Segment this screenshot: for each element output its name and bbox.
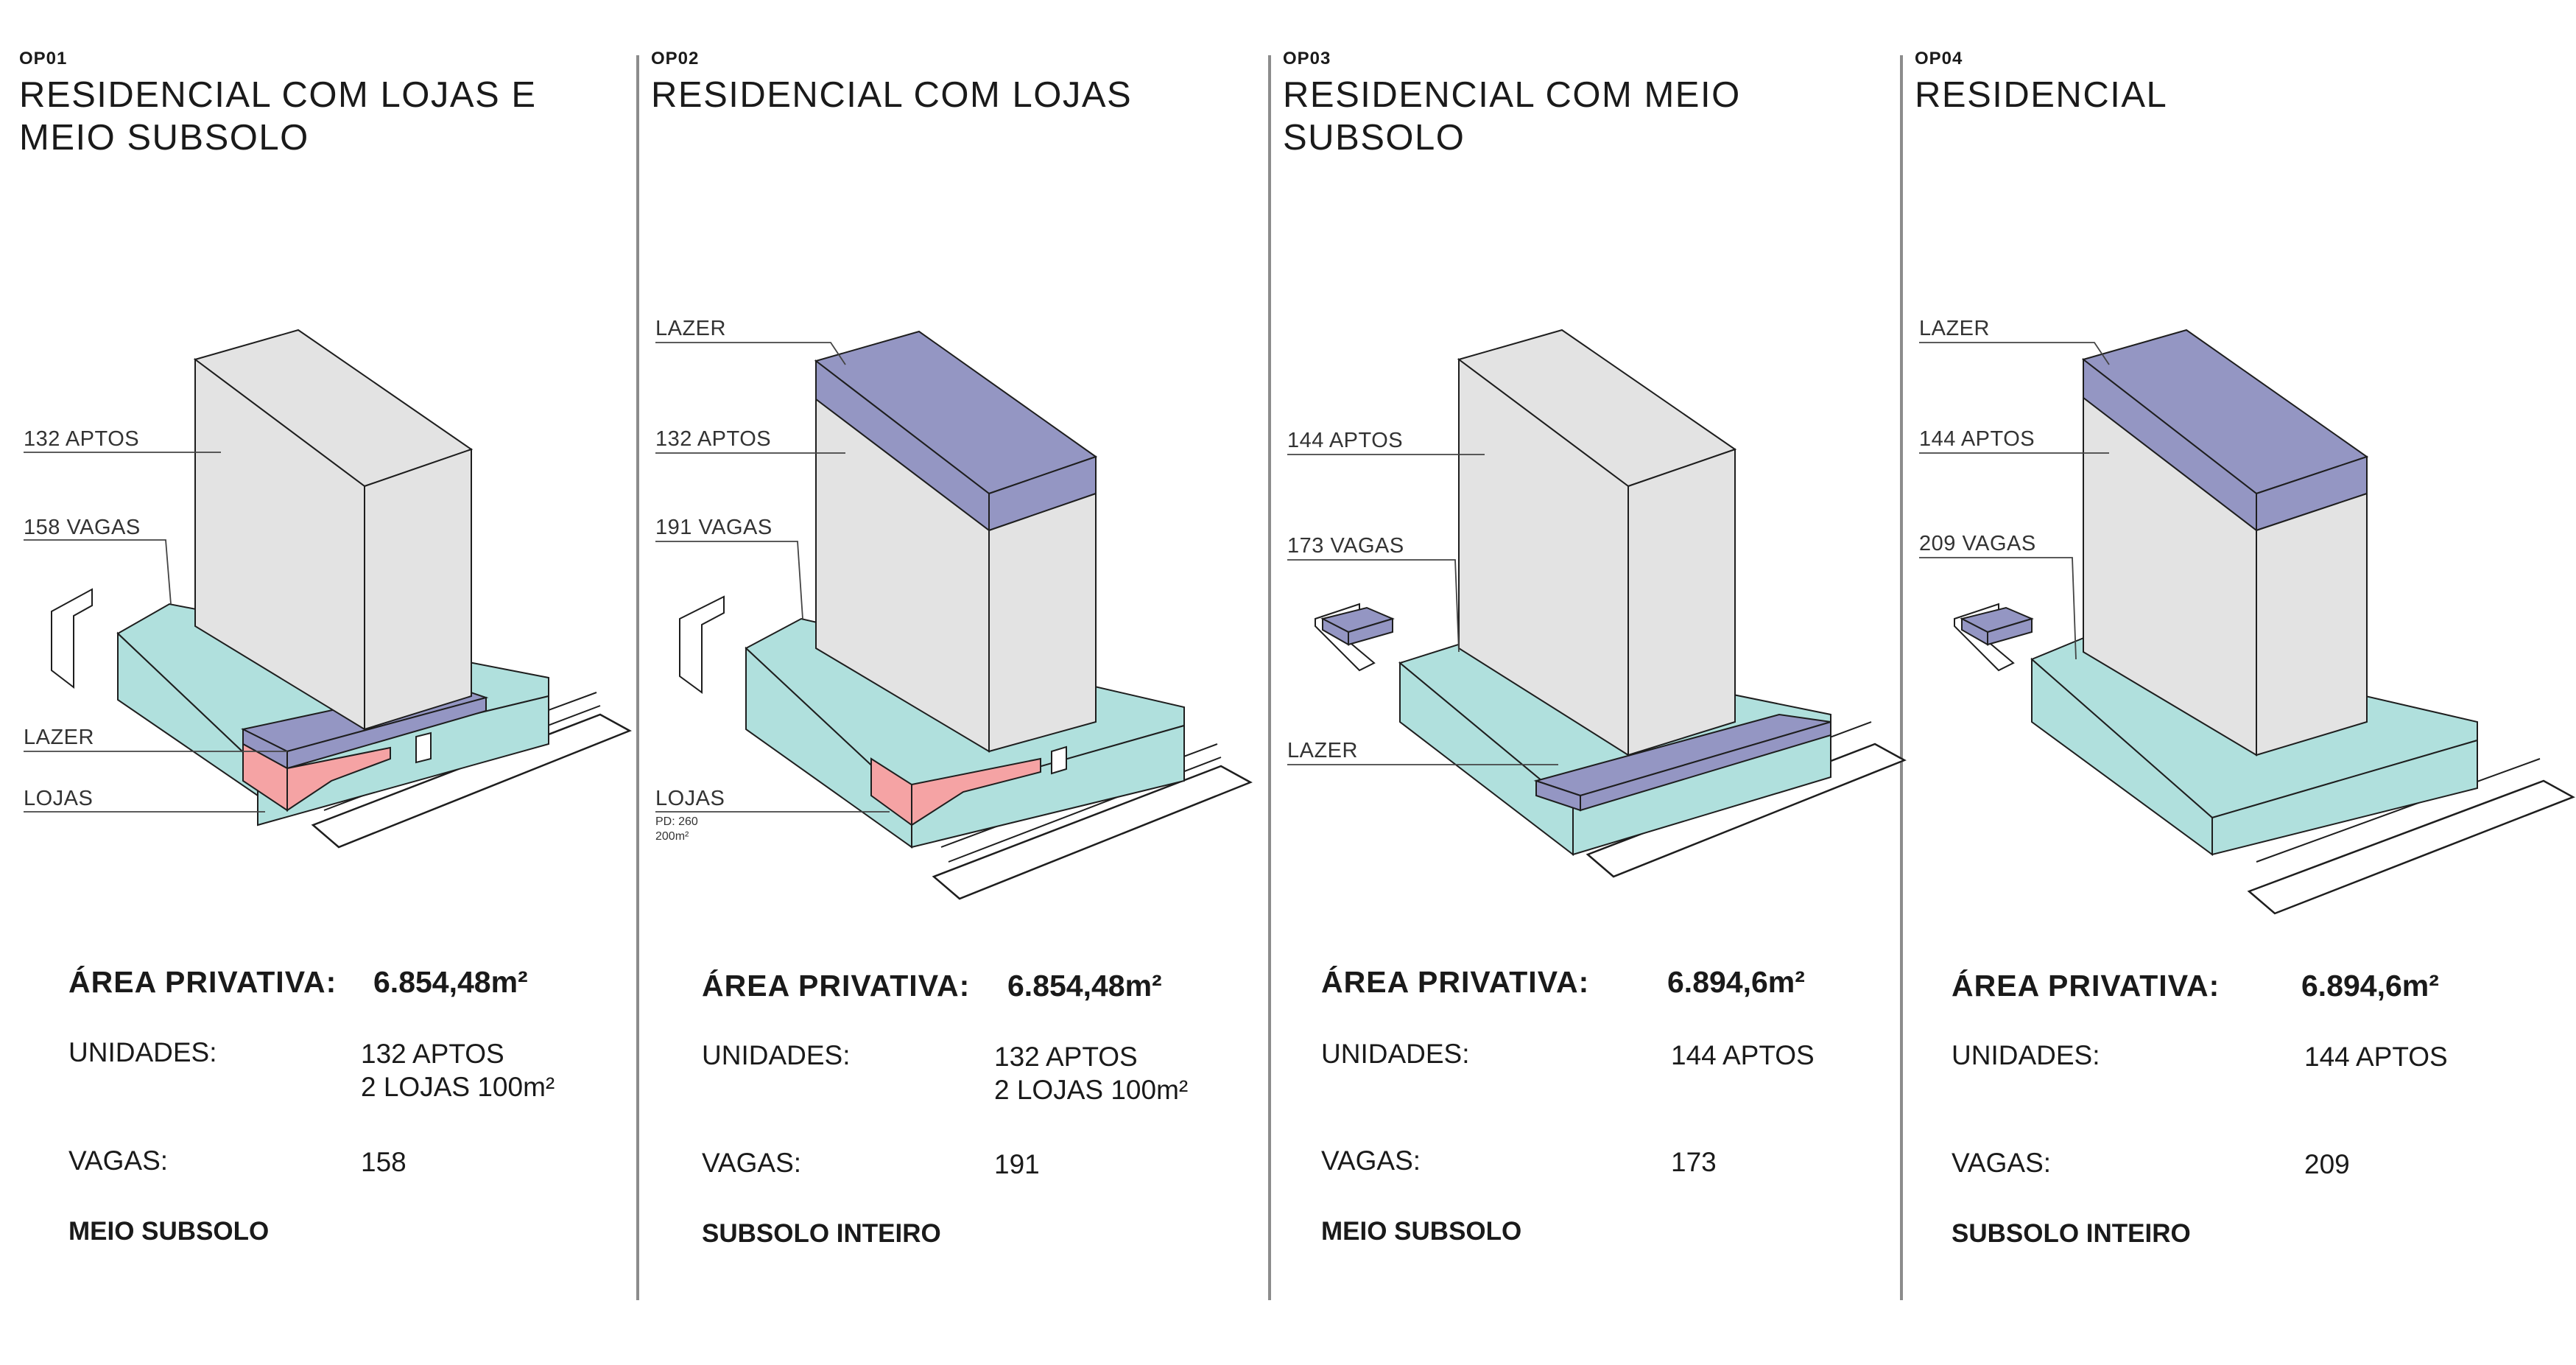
private-area-value: 6.854,48m² [1007, 969, 1162, 1003]
leisure-block [1533, 713, 1831, 812]
units-value-apartments: 132 APTOS [361, 1039, 504, 1069]
option-panel-op04: OP04 RESIDENCIAL LAZER 144 APTOS [1896, 0, 2575, 1365]
units-value-apartments: 144 APTOS [2304, 1042, 2448, 1072]
label-parking: 173 VAGAS [1287, 534, 1404, 558]
option-panel-op01: OP01 RESIDENCIAL COM LOJAS E MEIO SUBSOL… [0, 0, 633, 1365]
option-title: RESIDENCIAL COM LOJAS E MEIO SUBSOLO [19, 75, 537, 158]
diagram-labels: LAZER 144 APTOS 209 VAGAS [1919, 317, 2110, 660]
private-area-label: ÁREA PRIVATIVA: [1952, 969, 2220, 1003]
massing-diagram: LAZER 144 APTOS 209 VAGAS [1919, 317, 2575, 915]
parking-label: VAGAS: [1321, 1145, 1421, 1176]
label-apartments: 132 APTOS [655, 427, 771, 451]
label-leisure: LAZER [24, 726, 94, 749]
units-value-shops: 2 LOJAS 100m² [361, 1072, 555, 1102]
private-area-label: ÁREA PRIVATIVA: [68, 965, 337, 999]
shops-block [870, 745, 1067, 827]
massing-diagram: 132 APTOS 158 VAGAS LAZER LOJAS [24, 329, 632, 849]
option-title: RESIDENCIAL [1915, 75, 2168, 115]
diagram-labels: 132 APTOS 158 VAGAS LAZER LOJAS [24, 427, 287, 813]
units-label: UNIDADES: [68, 1037, 217, 1067]
diagram-labels: LAZER 132 APTOS 191 VAGAS LOJAS PD: 260 … [655, 317, 890, 843]
parking-value: 158 [361, 1147, 407, 1177]
basement-type: MEIO SUBSOLO [68, 1217, 270, 1246]
tower-block [2081, 329, 2369, 757]
label-parking: 158 VAGAS [24, 516, 141, 539]
private-area-label: ÁREA PRIVATIVA: [702, 969, 971, 1003]
option-title: RESIDENCIAL COM LOJAS [651, 75, 1133, 115]
parking-value: 191 [994, 1149, 1040, 1179]
panel-divider-1 [636, 55, 639, 1300]
label-parking: 191 VAGAS [655, 516, 773, 539]
option-title: RESIDENCIAL COM MEIO SUBSOLO [1283, 75, 1741, 158]
panel-divider-3 [1900, 55, 1903, 1300]
label-note-2: 200m² [655, 830, 689, 843]
private-area-value: 6.894,6m² [1667, 965, 1805, 999]
massing-diagram: 144 APTOS 173 VAGAS LAZER [1287, 329, 1907, 878]
parking-label: VAGAS: [68, 1145, 169, 1176]
units-label: UNIDADES: [1321, 1039, 1470, 1069]
shops-block [242, 731, 432, 812]
basement-type: SUBSOLO INTEIRO [702, 1219, 941, 1248]
label-leisure: LAZER [1919, 317, 1990, 340]
option-code: OP02 [651, 49, 700, 69]
label-note: PD: 260 [655, 815, 698, 828]
label-apartments: 144 APTOS [1919, 427, 2035, 451]
option-code: OP04 [1915, 49, 1963, 69]
label-parking: 209 VAGAS [1919, 532, 2036, 555]
units-value-apartments: 132 APTOS [994, 1042, 1138, 1072]
small-leisure-block [1960, 606, 2034, 646]
tower-block [193, 329, 474, 731]
private-area-value: 6.854,48m² [373, 965, 528, 999]
label-shops: LOJAS [24, 787, 93, 810]
private-area-label: ÁREA PRIVATIVA: [1321, 965, 1590, 999]
label-leisure: LAZER [1287, 739, 1358, 762]
parking-label: VAGAS: [702, 1148, 802, 1178]
diagram-labels: 144 APTOS 173 VAGAS LAZER [1287, 429, 1558, 765]
units-value-apartments: 144 APTOS [1671, 1040, 1815, 1070]
option-panel-op02: OP02 RESIDENCIAL COM LOJAS LAZER [632, 0, 1265, 1365]
private-area-value: 6.894,6m² [2301, 969, 2439, 1003]
basement-type: SUBSOLO INTEIRO [1952, 1219, 2191, 1248]
tower-block [1457, 329, 1737, 757]
parking-value: 173 [1671, 1147, 1717, 1177]
label-apartments: 132 APTOS [24, 427, 139, 451]
label-apartments: 144 APTOS [1287, 429, 1403, 452]
option-code: OP01 [19, 49, 68, 69]
label-leisure: LAZER [655, 317, 726, 340]
parking-value: 209 [2304, 1149, 2350, 1179]
label-shops: LOJAS [655, 787, 725, 810]
parking-label: VAGAS: [1952, 1148, 2052, 1178]
basement-type: MEIO SUBSOLO [1321, 1217, 1522, 1246]
panel-divider-2 [1268, 55, 1271, 1300]
units-label: UNIDADES: [1952, 1040, 2100, 1070]
massing-diagram: LAZER 132 APTOS 191 VAGAS LOJAS PD: 260 … [655, 317, 1253, 900]
tower-block [814, 330, 1098, 753]
units-value-shops: 2 LOJAS 100m² [994, 1075, 1189, 1105]
option-code: OP03 [1283, 49, 1331, 69]
small-leisure-block [1320, 606, 1395, 646]
units-label: UNIDADES: [702, 1040, 851, 1070]
option-panel-op03: OP03 RESIDENCIAL COM MEIO SUBSOLO [1264, 0, 1907, 1365]
